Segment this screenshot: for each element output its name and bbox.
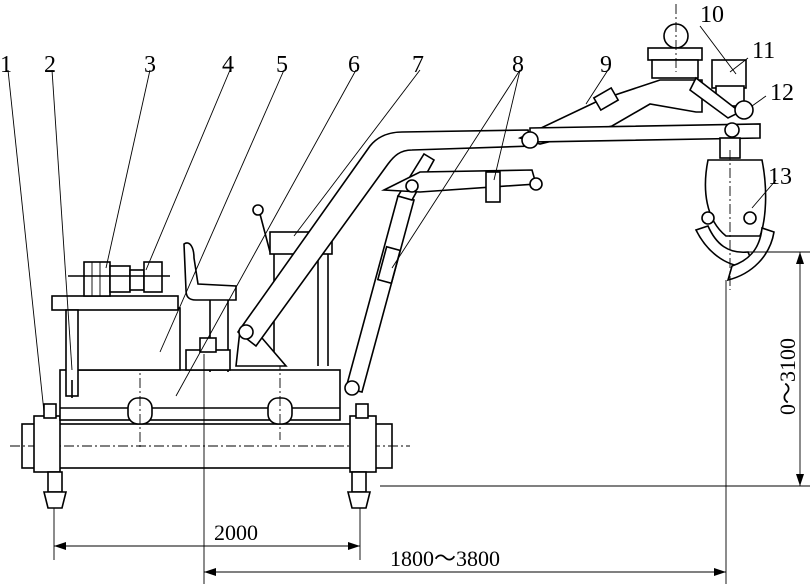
arm-link — [380, 169, 543, 203]
callout-3: 3 — [144, 52, 156, 78]
chassis-beam — [10, 423, 410, 469]
dimension-lines — [53, 251, 810, 584]
control-lever — [252, 204, 271, 253]
callout-13: 13 — [768, 164, 792, 190]
grab-claw — [694, 137, 775, 290]
callout-8: 8 — [512, 52, 524, 78]
callout-7: 7 — [412, 52, 424, 78]
rotator-head — [647, 4, 754, 138]
callout-2: 2 — [44, 52, 56, 78]
console-pedestal — [185, 337, 231, 371]
dipper-arm — [517, 79, 761, 149]
callout-numbers: 1 2 3 4 5 6 7 8 9 10 11 12 13 — [0, 2, 794, 190]
callout-11: 11 — [752, 38, 775, 64]
callout-12: 12 — [770, 80, 794, 106]
callout-4: 4 — [222, 52, 234, 78]
callout-6: 6 — [348, 52, 360, 78]
dim-track-span: 2000 — [214, 520, 258, 545]
track-wheel-right — [346, 403, 377, 509]
dim-reach: 1800～3800 — [390, 546, 500, 571]
callout-9: 9 — [600, 52, 612, 78]
dimension-values: 2000 1800～3800 0～3100 — [214, 338, 800, 571]
motor-pump-unit — [68, 261, 170, 297]
leader-lines — [7, 25, 777, 413]
dim-height: 0～3100 — [775, 338, 800, 415]
callout-10: 10 — [700, 2, 724, 28]
callout-5: 5 — [276, 52, 288, 78]
callout-1: 1 — [0, 52, 12, 78]
